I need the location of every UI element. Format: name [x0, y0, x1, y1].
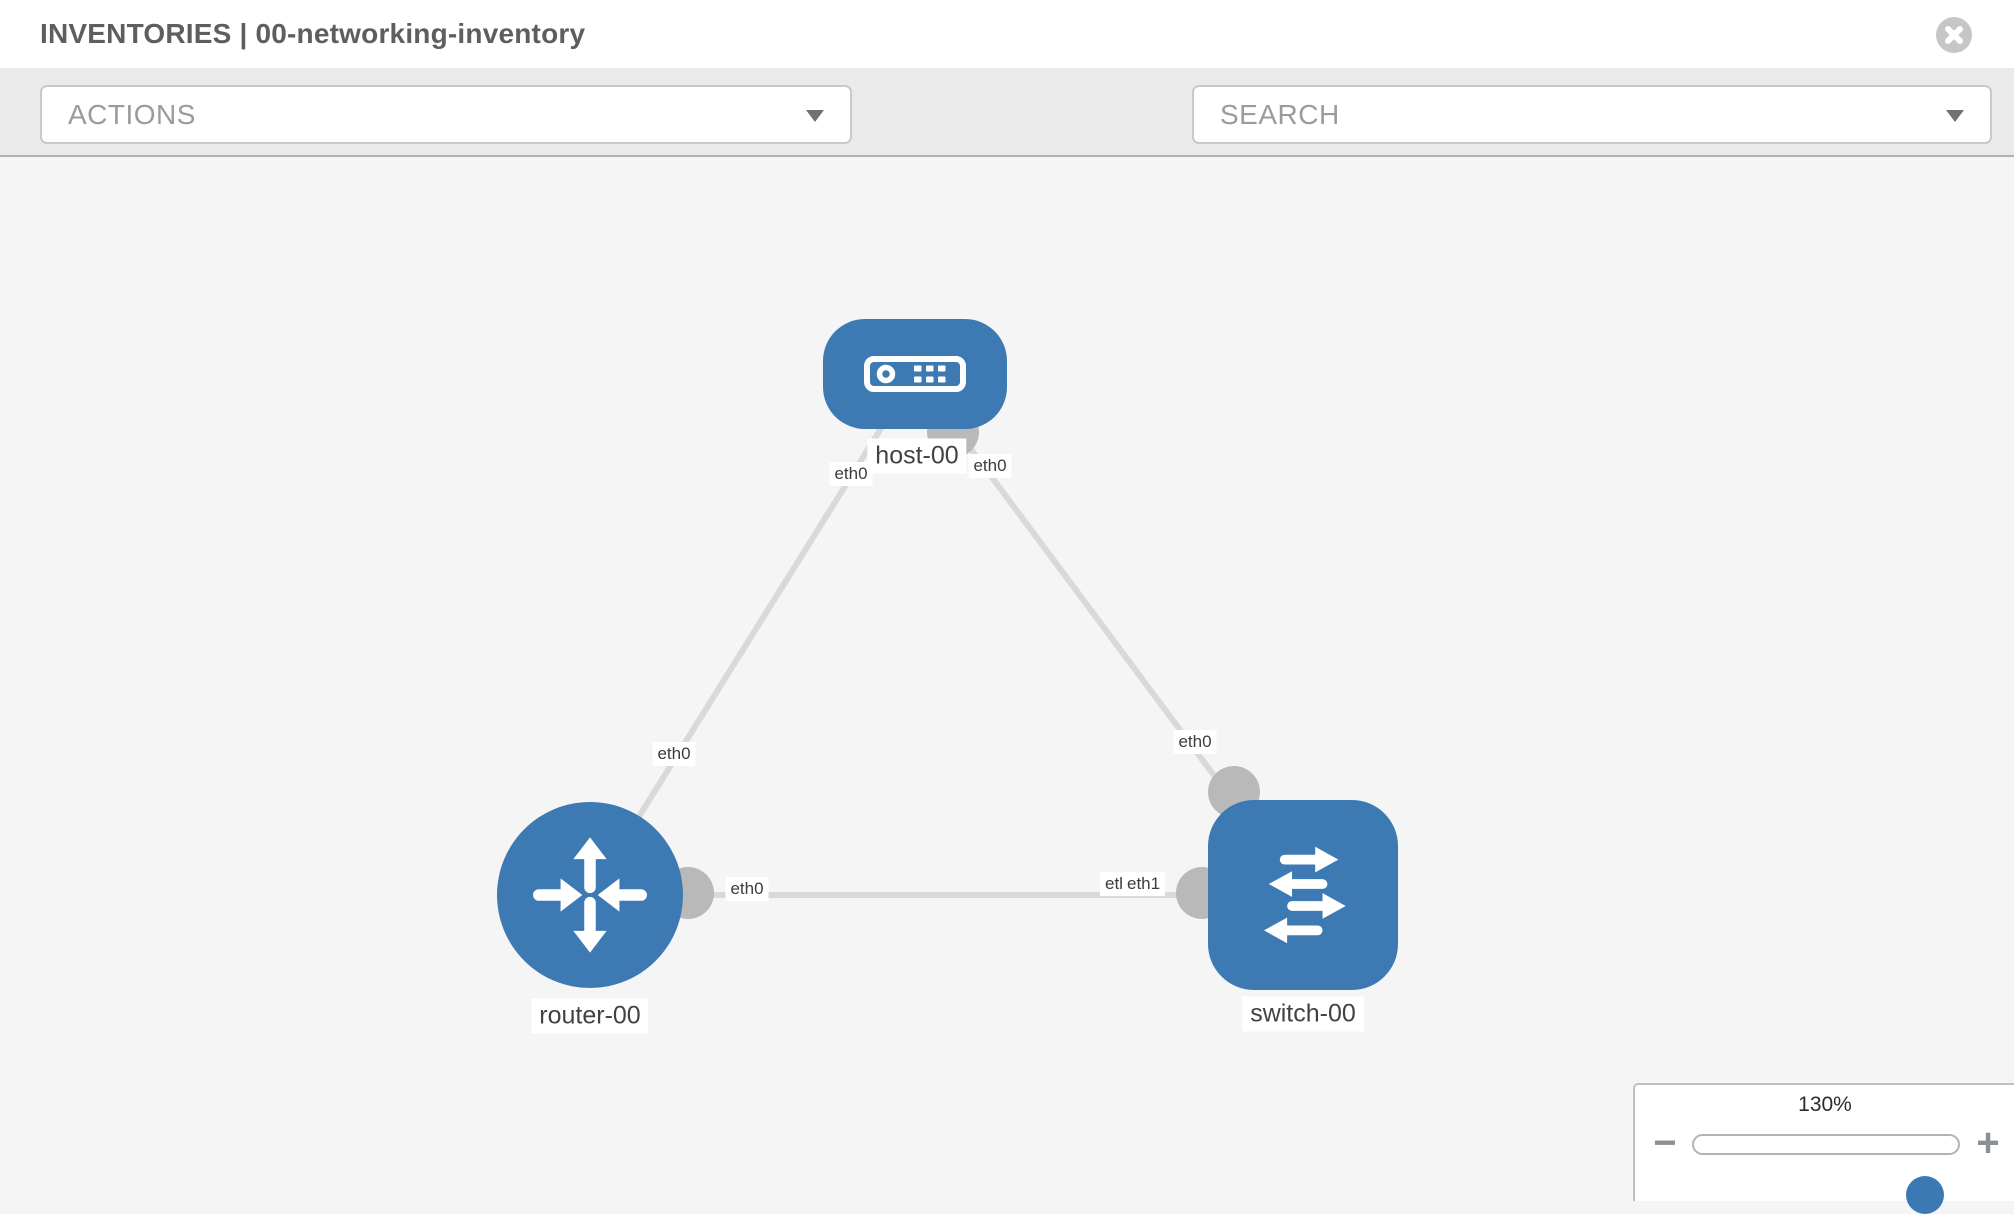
- zoom-value: 130%: [1798, 1093, 1852, 1116]
- interface-label-host-left: eth0: [829, 462, 873, 486]
- switch-icon: [1263, 846, 1346, 944]
- chevron-down-icon: [806, 109, 824, 122]
- interface-label-switch-top: eth0: [1173, 730, 1217, 754]
- header: INVENTORIES | 00-networking-inventory: [0, 0, 2014, 68]
- zoom-slider-thumb[interactable]: [1906, 1176, 1944, 1214]
- zoom-in-button[interactable]: +: [1966, 1121, 2010, 1165]
- host-icon: [864, 356, 966, 392]
- close-button[interactable]: [1936, 17, 1972, 53]
- node-label-switch: switch-00: [1242, 996, 1364, 1032]
- interface-label-router-top: eth0: [652, 742, 696, 766]
- topology-links-layer: [587, 372, 1306, 919]
- zoom-slider-track[interactable]: [1692, 1134, 1960, 1214]
- link-router-host[interactable]: [587, 372, 918, 897]
- actions-dropdown[interactable]: ACTIONS: [40, 85, 852, 144]
- search-dropdown[interactable]: SEARCH: [1192, 85, 1992, 144]
- interface-label-host-right: eth0: [968, 454, 1012, 478]
- toolbar: ACTIONS SEARCH: [0, 68, 2014, 205]
- search-dropdown-label: SEARCH: [1220, 98, 1340, 130]
- close-icon: [1945, 26, 1963, 44]
- zoom-out-button[interactable]: −: [1643, 1121, 1687, 1165]
- page-title: INVENTORIES | 00-networking-inventory: [40, 18, 586, 49]
- node-host-00[interactable]: [823, 319, 1007, 429]
- zoom-control-panel: 130% − +: [1633, 1083, 2014, 1214]
- node-label-router: router-00: [531, 998, 649, 1034]
- topology-canvas[interactable]: host-00 router-00 switch-00 eth0 eth0 et…: [0, 159, 2014, 1200]
- node-label-host: host-00: [867, 438, 967, 474]
- node-switch-00[interactable]: [1208, 800, 1398, 990]
- node-router-00[interactable]: [497, 802, 683, 988]
- router-icon: [533, 837, 647, 953]
- actions-dropdown-label: ACTIONS: [68, 98, 196, 130]
- interface-label-router-right: eth0: [725, 877, 769, 901]
- interface-label-switch-left-eth1: eth1: [1122, 872, 1166, 896]
- chevron-down-icon: [1946, 109, 1964, 122]
